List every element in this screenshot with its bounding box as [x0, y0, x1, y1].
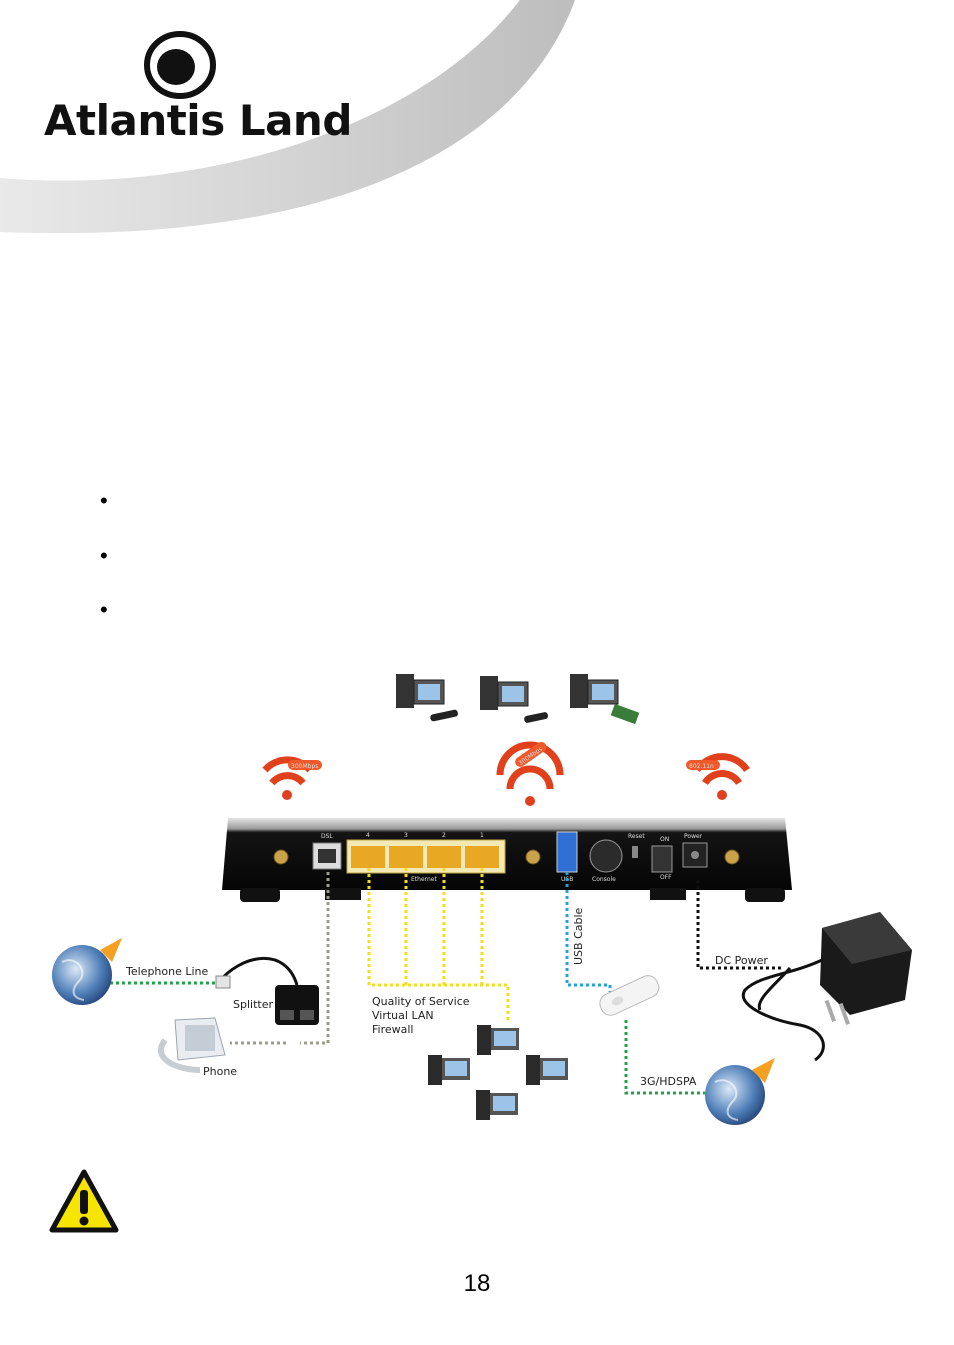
phone-cord: [216, 957, 299, 986]
wifi-icon-center: 300Mbps: [496, 741, 564, 806]
router-back-panel: DSL 4 3 2 1 Ethernet USB Console Reset O…: [222, 818, 792, 902]
page-number: 18: [463, 1270, 491, 1297]
telephone-line-label: Telephone Line: [125, 965, 209, 978]
header-swoosh-decoration: [0, 0, 575, 234]
splitter-label: Splitter: [233, 998, 273, 1011]
firewall-label: Firewall: [372, 1023, 413, 1036]
bullet-2: •: [100, 543, 108, 568]
usb-modem-icon: [599, 975, 660, 1016]
wifi-icon-right: 802.11n: [686, 753, 750, 800]
warning-icon: [49, 1169, 119, 1233]
bullet-1: •: [100, 488, 108, 513]
eth3-label: 3: [404, 832, 408, 839]
qos-label: Quality of Service: [372, 995, 470, 1008]
brand-name: Atlantis Land: [44, 96, 352, 145]
ethernet-cables: [367, 868, 510, 1020]
phone-label: Phone: [203, 1065, 237, 1078]
hsdpa-label: 3G/HDSPA: [640, 1075, 697, 1088]
eth1-label: 1: [480, 832, 484, 839]
ethernet-label: Ethernet: [411, 876, 437, 883]
console-port-label: Console: [592, 876, 616, 883]
bullet-3: •: [100, 597, 108, 622]
switch-off-label: OFF: [660, 874, 672, 881]
reset-label: Reset: [628, 833, 645, 840]
lan-pc-3: [526, 1055, 568, 1085]
switch-on-label: ON: [660, 836, 669, 843]
internet-globe-right-icon: [705, 1058, 775, 1125]
wireless-pc-3: [570, 674, 640, 725]
usb-cable-line: [565, 872, 612, 992]
brand-logo-icon: [144, 31, 216, 99]
power-adapter-icon: [741, 912, 912, 1062]
dc-power-cable-line: [696, 880, 782, 970]
lan-pc-1: [477, 1025, 519, 1055]
splitter-device: [275, 985, 319, 1025]
dsl-port-label: DSL: [321, 833, 333, 840]
usb-cable-label: USB Cable: [572, 907, 585, 965]
vlan-label: Virtual LAN: [372, 1009, 434, 1022]
network-diagram: 300Mbps 300Mbps 802.11n DSL: [52, 674, 912, 1125]
eth4-label: 4: [366, 832, 370, 839]
wifi-icon-left: 300Mbps: [262, 756, 322, 800]
dc-power-label: DC Power: [715, 954, 768, 967]
power-port-label: Power: [684, 833, 703, 840]
dsl-cable: [230, 872, 330, 1045]
hsdpa-cable: [624, 1020, 705, 1095]
wireless-pc-2: [480, 676, 549, 723]
wireless-pc-1: [396, 674, 458, 722]
telephone-icon: [158, 1017, 226, 1073]
lan-pc-2: [428, 1055, 470, 1085]
lan-pc-4: [476, 1090, 518, 1120]
eth2-label: 2: [442, 832, 446, 839]
internet-globe-left-icon: [52, 938, 122, 1005]
badge-left-label: 300Mbps: [291, 763, 318, 770]
badge-right-label: 802.11n: [689, 763, 714, 770]
